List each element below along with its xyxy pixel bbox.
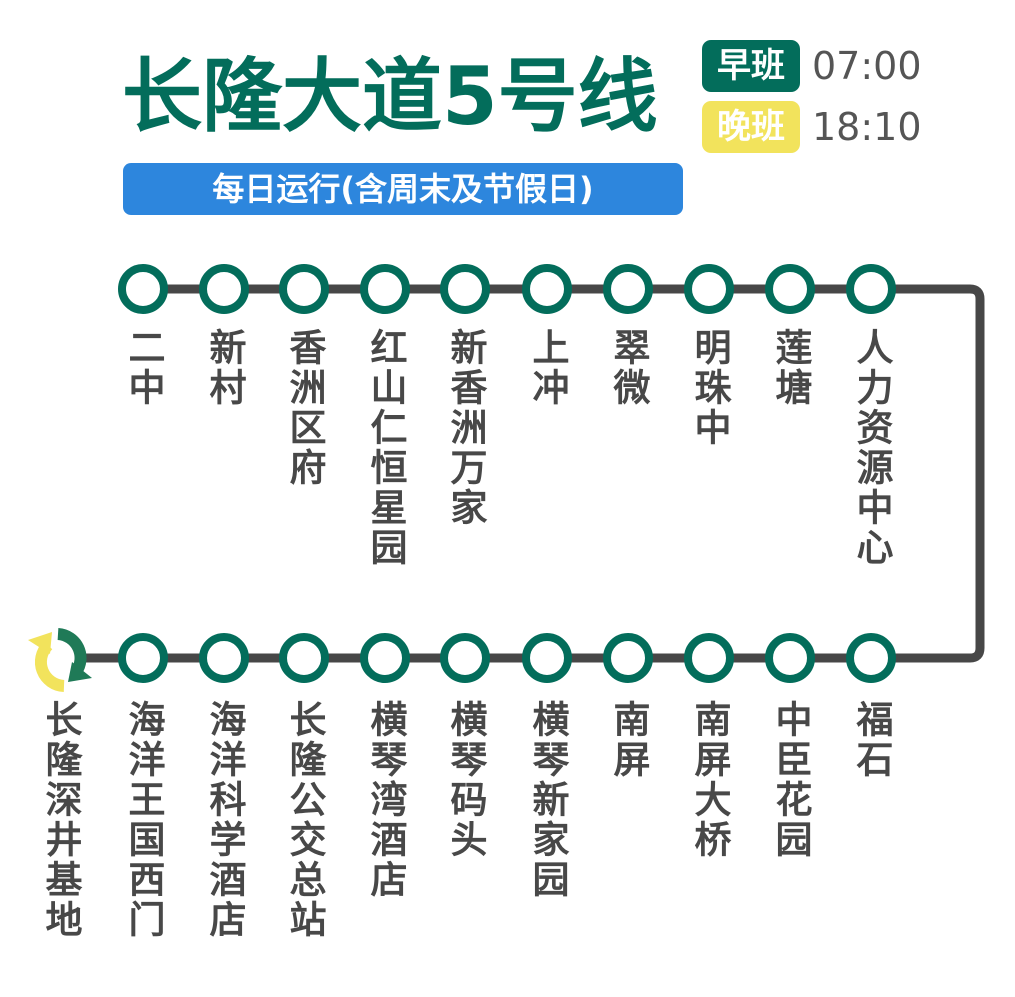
station-marker — [279, 633, 329, 683]
station-name: 明珠中 — [688, 328, 731, 448]
station-name: 长隆深井基地 — [39, 700, 82, 940]
station-marker — [846, 264, 896, 314]
station-markers — [118, 264, 896, 683]
station-name: 二中 — [122, 328, 165, 408]
station-marker — [118, 264, 168, 314]
station-marker — [684, 264, 734, 314]
station-marker — [360, 633, 410, 683]
station-name: 海洋科学酒店 — [203, 700, 246, 940]
station-name: 人力资源中心 — [850, 328, 893, 568]
service-note-banner: 每日运行(含周末及节假日) — [123, 163, 683, 215]
station-name: 南屏大桥 — [688, 700, 731, 860]
station-marker — [765, 264, 815, 314]
station-marker — [522, 633, 572, 683]
evening-time: 18:10 — [812, 105, 922, 149]
morning-time: 07:00 — [812, 44, 922, 88]
station-marker — [522, 264, 572, 314]
station-name: 南屏 — [607, 700, 650, 780]
station-marker — [765, 633, 815, 683]
station-marker — [684, 633, 734, 683]
station-marker — [279, 264, 329, 314]
route-title: 长隆大道5号线 — [122, 50, 658, 143]
station-marker — [360, 264, 410, 314]
station-name: 香洲区府 — [283, 328, 326, 488]
loop-arrows-icon — [28, 628, 92, 692]
station-name: 海洋王国西门 — [122, 700, 165, 940]
route-line — [75, 284, 985, 663]
station-name: 新香洲万家 — [444, 328, 487, 528]
station-name: 莲塘 — [769, 328, 812, 408]
station-name: 横琴新家园 — [526, 700, 569, 900]
station-name: 横琴湾酒店 — [364, 700, 407, 900]
station-marker — [846, 633, 896, 683]
station-marker — [603, 264, 653, 314]
station-name: 中臣花园 — [769, 700, 812, 860]
station-name: 上冲 — [526, 328, 569, 408]
station-marker — [440, 264, 490, 314]
station-name: 福石 — [850, 700, 893, 780]
station-name: 红山仁恒星园 — [364, 328, 407, 568]
station-marker — [603, 633, 653, 683]
station-marker — [199, 264, 249, 314]
station-name: 横琴码头 — [444, 700, 487, 860]
station-marker — [199, 633, 249, 683]
station-name: 新村 — [203, 328, 246, 408]
station-marker — [118, 633, 168, 683]
station-name: 长隆公交总站 — [283, 700, 326, 940]
station-name: 翠微 — [607, 328, 650, 408]
morning-shift-badge: 早班 — [702, 40, 800, 92]
station-marker — [440, 633, 490, 683]
evening-shift-badge: 晚班 — [702, 101, 800, 153]
